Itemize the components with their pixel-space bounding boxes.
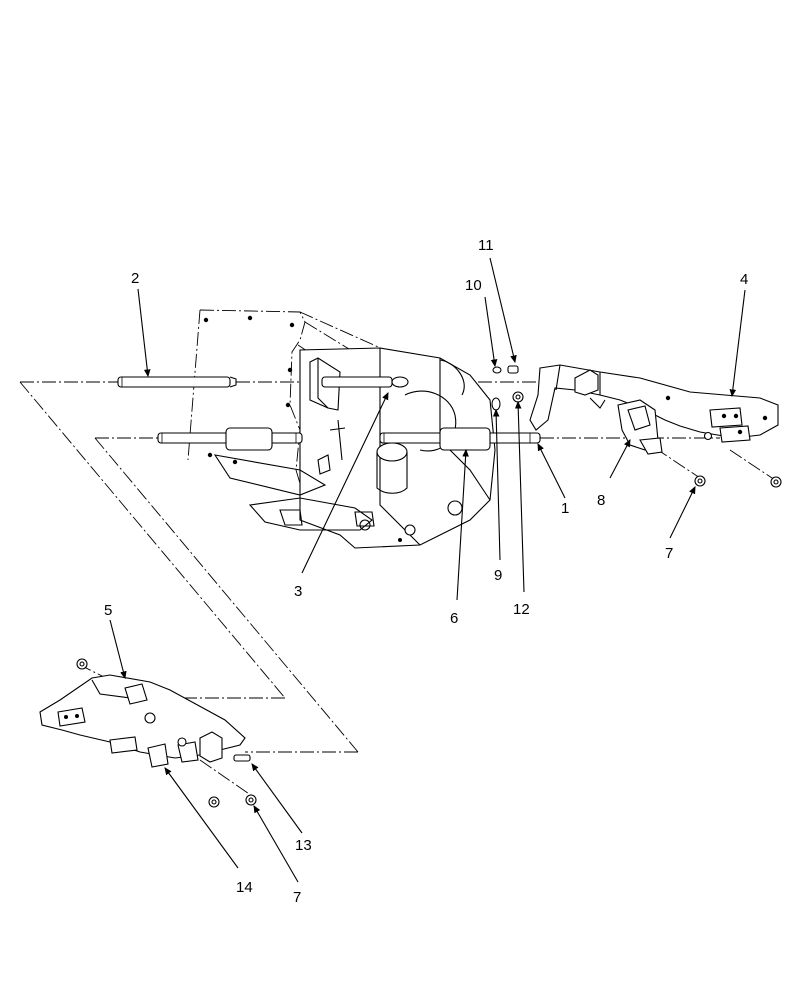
- callout-14: 14: [236, 879, 253, 896]
- callout-7-upper: 7: [665, 545, 673, 562]
- shaft-2: [117, 376, 237, 388]
- callout-9: 9: [494, 567, 502, 584]
- callout-11: 11: [478, 237, 494, 254]
- callout-labels: 1 2 3 4 5 6 7 7 8 9 10 11 12 13 14: [104, 237, 748, 906]
- bracket-arm-4: [529, 364, 779, 455]
- callout-5: 5: [104, 602, 112, 619]
- upper-shaft: [321, 376, 409, 388]
- fasteners-13-14-7: [76, 658, 257, 808]
- shaft-1: [379, 427, 541, 451]
- fasteners-9-12: [491, 365, 524, 411]
- shaft-left-lower: [157, 427, 303, 451]
- callout-6: 6: [450, 610, 458, 627]
- leader-lines: [109, 257, 746, 883]
- callout-3: 3: [294, 583, 302, 600]
- callout-10: 10: [465, 277, 482, 294]
- callout-7-lower: 7: [293, 889, 301, 906]
- gear-housing: [203, 315, 496, 549]
- bracket-5: [39, 674, 246, 768]
- callout-2: 2: [131, 270, 139, 287]
- callout-1: 1: [561, 500, 569, 517]
- callout-8: 8: [597, 492, 605, 509]
- callout-13: 13: [295, 837, 312, 854]
- callout-12: 12: [513, 601, 530, 618]
- bolts-7-upper: [694, 475, 782, 488]
- callout-4: 4: [740, 271, 748, 288]
